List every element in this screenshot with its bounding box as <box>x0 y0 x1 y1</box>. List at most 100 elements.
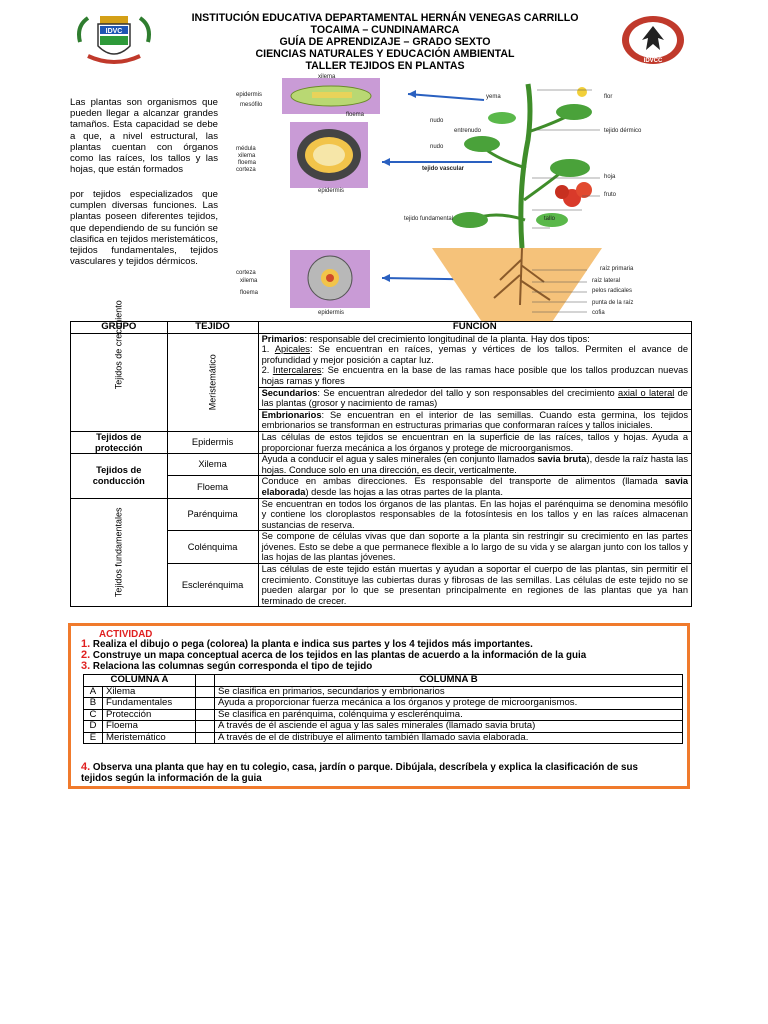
label-stem-medula: médula <box>236 146 256 152</box>
columns-matching-table: COLUMNA A COLUMNA B A Xilema Se clasific… <box>83 674 683 744</box>
match-row: E Meristemático A través de el de distri… <box>83 731 683 744</box>
match-row: C Protección Se clasifica en parénquima,… <box>83 708 683 721</box>
question-2-text: Construye un mapa conceptual acerca de l… <box>92 650 587 661</box>
label-stem-epidermis: epidermis <box>318 188 345 194</box>
row-column-b: A través de el de distribuye el alimento… <box>214 731 683 744</box>
grupo-crecimiento: Tejidos de crecimiento <box>113 300 124 390</box>
question-4: 4. Observa una planta que hay en tu cole… <box>81 761 641 785</box>
columna-b-header: COLUMNA B <box>214 674 683 687</box>
answer-blank[interactable] <box>195 720 215 733</box>
label-nudo-2: nudo <box>430 144 444 150</box>
question-1: 1. Realiza el dibujo o pega (colorea) la… <box>81 638 533 651</box>
funcion-floema: Conduce en ambas direcciones. Es respons… <box>257 475 693 499</box>
match-row: B Fundamentales Ayuda a proporcionar fue… <box>83 697 683 710</box>
apicales-title: Apicales <box>274 344 310 355</box>
label-tallo: tallo <box>544 216 556 222</box>
header-line-3: GUÍA DE APRENDIZAJE – GRADO SEXTO <box>279 36 491 48</box>
row-letter: E <box>83 731 103 744</box>
label-root-xilema: xilema <box>240 278 258 284</box>
svg-text:IDVCC: IDVCC <box>644 58 663 64</box>
row-letter: B <box>83 697 103 710</box>
embrionarios-text: : Se encuentran en el interior de las se… <box>261 409 688 431</box>
tejido-colenquima: Colénquima <box>166 530 259 565</box>
funcion-esclerenquima: Las células de este tejido están muertas… <box>257 563 693 608</box>
label-leaf-mesofilo: mesófilo <box>240 102 263 108</box>
answer-blank[interactable] <box>195 708 215 721</box>
label-root-floema: floema <box>240 290 259 296</box>
document-header: INSTITUCIÓN EDUCATIVA DEPARTAMENTAL HERN… <box>150 12 620 72</box>
embrionarios-title: Embrionarios <box>261 409 322 420</box>
row-column-a: Protección <box>102 708 196 721</box>
funcion-colenquima: Se compone de células vivas que dan sopo… <box>257 530 693 565</box>
header-funcion: FUNCION <box>257 321 693 334</box>
label-tejido-fundamental: tejido fundamental <box>404 216 454 222</box>
funcion-xilema: Ayuda a conducir el agua y sales mineral… <box>257 453 693 477</box>
label-stem-corteza: corteza <box>236 167 256 173</box>
row-column-b: A través de él asciende el agua y las sa… <box>214 720 683 733</box>
row-column-a: Fundamentales <box>102 697 196 710</box>
label-raiz-lateral: raíz lateral <box>592 278 621 284</box>
label-flor: flor <box>604 94 613 100</box>
label-yema: yema <box>486 94 501 100</box>
row-letter: A <box>83 685 103 698</box>
funcion-embrionarios: Embrionarios: Se encuentran en el interi… <box>257 408 693 432</box>
tejido-xilema: Xilema <box>166 453 259 477</box>
plant-tissue-diagram: xilema epidermis mesófilo floema médula … <box>232 70 692 322</box>
question-2: 2. Construye un mapa conceptual acerca d… <box>81 650 587 662</box>
answer-blank[interactable] <box>195 697 215 710</box>
intercalares-title: Intercalares <box>272 365 322 376</box>
answer-blank[interactable] <box>195 731 215 744</box>
columna-a-header: COLUMNA A <box>83 674 196 687</box>
apicales-number: 1. <box>261 344 275 355</box>
label-leaf-xilema: xilema <box>318 74 336 80</box>
funcion-secundarios: Secundarios: Se encuentran alrededor del… <box>257 386 693 410</box>
question-4-number: 4. <box>81 761 91 773</box>
tissue-table: GRUPO TEJIDO FUNCION Tejidos de crecimie… <box>70 300 693 608</box>
row-column-b: Se clasifica en parénquima, colénquima y… <box>214 708 683 721</box>
primarios-text: : responsable del crecimiento longitudin… <box>304 333 590 344</box>
funcion-epidermis: Las células de estos tejidos se encuentr… <box>257 430 693 455</box>
match-row: A Xilema Se clasifica en primarios, secu… <box>83 685 683 698</box>
label-tejido-dermico: tejido dérmico <box>604 128 642 134</box>
match-row: D Floema A través de él asciende el agua… <box>83 720 683 733</box>
secundarios-title: Secundarios <box>261 387 318 398</box>
floema-text-2: ) desde las hojas a las otras partes de … <box>305 486 503 497</box>
intercalares-text: : Se encuentra en la base de las ramas h… <box>261 365 688 386</box>
question-1-number: 1. <box>81 638 91 650</box>
row-column-b: Ayuda a proporcionar fuerza mecánica a l… <box>214 697 683 710</box>
svg-text:IDVC: IDVC <box>106 28 123 35</box>
secundarios-underline: axial o lateral <box>618 387 675 398</box>
label-hoja: hoja <box>604 174 616 180</box>
floema-bold: savia elaborada <box>261 476 688 497</box>
question-3: 3. Relaciona las columnas según correspo… <box>81 661 373 673</box>
answer-blank[interactable] <box>195 685 215 698</box>
actividad-title: ACTIVIDAD <box>99 629 153 640</box>
tejido-epidermis: Epidermis <box>166 430 259 455</box>
grupo-conduccion: Tejidos de conducción <box>70 453 168 499</box>
grupo-crecimiento-cell: Tejidos de crecimiento <box>70 300 168 432</box>
intro-paragraph-2: por tejidos especializados que cumplen d… <box>70 189 218 268</box>
label-punta-raiz: punta de la raíz <box>592 300 634 306</box>
label-pelos-radicales: pelos radicales <box>592 288 633 294</box>
tejido-esclerenquima: Esclerénquima <box>166 563 259 608</box>
row-letter: C <box>83 708 103 721</box>
grupo-fundamentales: Tejidos fundamentales <box>113 507 124 598</box>
funcion-primarios: Primarios: responsable del crecimiento l… <box>257 332 693 388</box>
header-line-4: CIENCIAS NATURALES Y EDUCACIÓN AMBIENTAL <box>255 48 515 60</box>
question-4-text: Observa una planta que hay en tu colegio… <box>81 762 638 784</box>
label-root-epidermis: epidermis <box>318 310 345 316</box>
row-column-a: Meristemático <box>102 731 196 744</box>
tejido-parenquima: Parénquima <box>166 497 259 532</box>
school-logo-right: IDVCC <box>620 14 686 66</box>
row-column-a: Floema <box>102 720 196 733</box>
label-leaf-floema: floema <box>346 112 365 118</box>
question-3-text: Relaciona las columnas según corresponda… <box>92 661 373 672</box>
xilema-text-1: Ayuda a conducir el agua y sales mineral… <box>261 454 538 465</box>
row-letter: D <box>83 720 103 733</box>
grupo-proteccion: Tejidos de protección <box>70 430 168 455</box>
actividad-box: ACTIVIDAD 1. Realiza el dibujo o pega (c… <box>68 623 690 789</box>
primarios-title: Primarios <box>261 333 305 344</box>
header-tejido: TEJIDO <box>166 321 259 334</box>
secundarios-text-1: : Se encuentran alrededor del tallo y so… <box>317 387 619 398</box>
tejido-floema: Floema <box>166 475 259 499</box>
